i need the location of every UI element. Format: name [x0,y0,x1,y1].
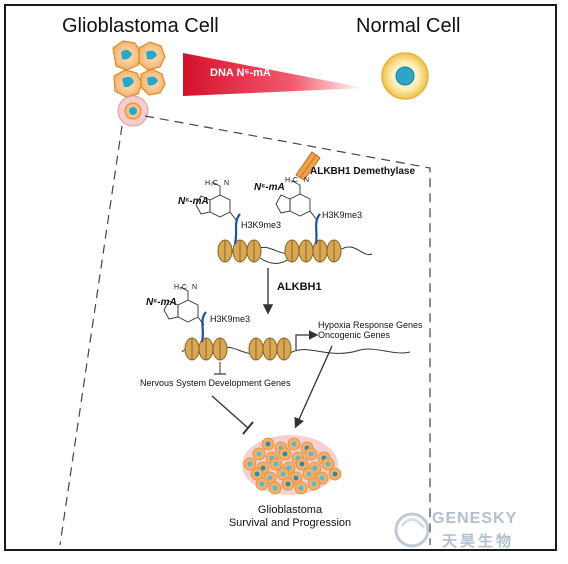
tumor-nucleus [312,465,318,471]
top-nucleosomes [217,239,342,263]
outcome-line1: Glioblastoma [257,504,323,516]
oncogenic-genes-label: Oncogenic Genes [318,330,391,340]
normal-cell [381,52,429,100]
nucleosome [184,337,200,361]
nucleosome [248,337,264,361]
amine-label: N [192,284,198,291]
nucleosome [212,337,228,361]
tumor-nucleus [282,451,288,457]
tumor-nucleus [298,485,304,491]
amine-label: N [224,180,230,187]
nucleosome [276,337,292,361]
nucleosome [246,239,262,263]
normal-cell-title: Normal Cell [356,15,461,37]
gradient-label: DNA N⁶-mA [210,67,271,79]
tumor-cell [113,69,143,98]
transcription-start-arrow [295,330,319,350]
outcome-line2: Survival and Progression [228,517,352,529]
tumor-nucleus [308,451,314,457]
methyl-label: H₃C [205,180,218,187]
tumor-nucleus [256,451,262,457]
h3k9me3-label: H3K9me3 [322,210,363,220]
hypoxia-genes-label: Hypoxia Response Genes [318,320,423,330]
figure-frame [4,4,557,551]
n6ma-label: N⁶-mA [146,297,177,308]
zoom-callout-outline [59,115,431,546]
glioblastoma-cell-cluster [112,40,166,127]
genesky-logo [394,512,430,548]
watermark-chinese: 天昊生物 [442,533,515,550]
highlighted-tumor-cell [117,95,149,127]
h3k9me3-tail [233,213,241,245]
tumor-nucleus [293,475,299,481]
tumor-nucleus [286,465,292,471]
nucleosome [262,337,278,361]
tumor-nucleus [311,481,317,487]
tumor-cell [112,40,142,71]
tumor-cell [138,41,166,71]
n6ma-label: N⁶-mA [178,196,209,207]
alkbh1-demethylase-label: ALKBH1 Demethylase [310,166,416,177]
nucleosome [232,239,248,263]
alkbh1-arrow-label: ALKBH1 [277,281,322,293]
glioblastoma-cell-title: Glioblastoma Cell [62,15,219,37]
nucleosome [198,337,214,361]
tumor-nucleus [259,481,265,487]
n6ma-label: N⁶-mA [254,182,285,193]
watermark-brand: GENESKY [432,510,518,527]
h3k9me3-label: H3K9me3 [210,314,251,324]
alkbh1-demethylase-icon [295,151,321,181]
tumor-nucleus [265,441,271,447]
tumor-nucleus [247,461,253,467]
tumor-nucleus [319,475,325,481]
nucleosome [298,239,314,263]
h3k9me3-tail [200,311,207,343]
nucleosome [284,239,300,263]
tumor-nucleus [280,471,286,477]
tumor-nucleus [306,471,312,477]
inhibition-to-glioblastoma [211,395,254,435]
activation-to-glioblastoma [294,345,333,429]
nucleosome [326,239,342,263]
h3k9me3-tail [314,213,321,245]
nucleosome [312,239,328,263]
nervous-genes-label: Nervous System Development Genes [140,378,291,388]
adenine-structure-left [195,181,237,221]
tumor-nucleus [254,471,260,477]
bottom-nucleosomes [184,337,292,361]
adenine-structure-mid [275,180,317,220]
nucleosome [217,239,233,263]
h3k9me3-label: H3K9me3 [241,220,282,230]
methyl-label: H₃C [285,177,298,184]
tumor-nucleus [325,461,331,467]
adenine-structure-bottom [163,286,205,326]
tumor-nucleus [291,441,297,447]
tumor-nucleus [332,471,338,477]
tumor-nucleus [272,485,278,491]
n6ma-gradient-triangle [183,53,365,96]
tumor-cell [140,68,166,96]
tumor-nucleus [260,465,266,471]
glioblastoma-tumor-mass [242,435,342,495]
tumor-nucleus [267,475,273,481]
inhibition-nervous-genes [214,362,226,375]
tumor-nucleus [273,461,279,467]
methyl-label: H₃C [174,284,187,291]
tumor-nucleus [285,481,291,487]
tumor-nucleus [299,461,305,467]
amine-label: N [304,177,310,184]
